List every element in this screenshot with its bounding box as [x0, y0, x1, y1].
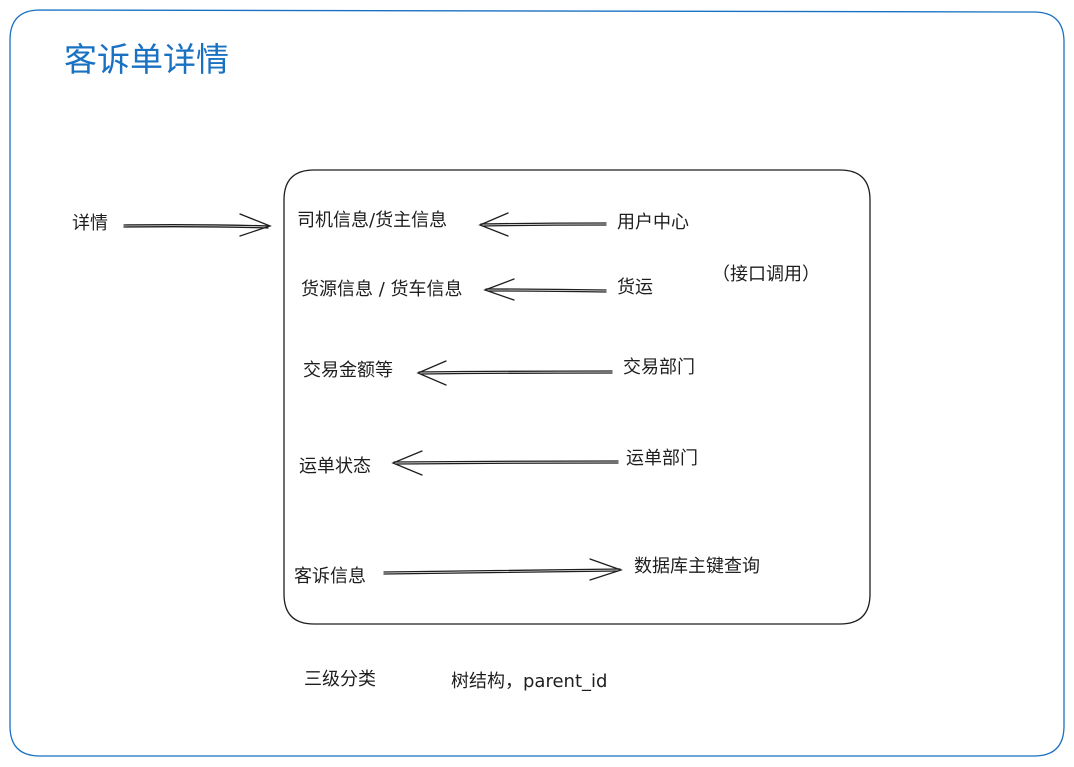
arrow-entry: [123, 213, 272, 237]
row-2-right-label: 货运: [617, 277, 653, 298]
arrow-row-1: [478, 212, 607, 237]
page-title: 客诉单详情: [64, 40, 229, 79]
arrow-row-2: [483, 278, 607, 301]
row-1-left-label: 司机信息/货主信息: [297, 210, 448, 231]
row-2-left-label: 货源信息 / 货车信息: [301, 279, 463, 300]
inner-box: [283, 169, 871, 625]
side-note: （接口调用）: [712, 264, 820, 285]
row-4-right-label: 运单部门: [626, 448, 698, 469]
outer-frame: [9, 9, 1065, 757]
row-1-right-label: 用户中心: [617, 212, 689, 233]
entry-label: 详情: [72, 213, 108, 234]
arrow-row-5: [383, 558, 624, 581]
row-3-left-label: 交易金额等: [303, 360, 393, 381]
row-5-right-label: 数据库主键查询: [634, 556, 760, 577]
row-5-left-label: 客诉信息: [294, 566, 366, 587]
arrow-row-4: [391, 450, 619, 476]
row-3-right-label: 交易部门: [623, 357, 695, 378]
arrow-row-3: [416, 360, 613, 386]
footer-structure: 树结构，parent_id: [451, 671, 608, 692]
row-4-left-label: 运单状态: [299, 456, 371, 477]
footer-category: 三级分类: [304, 669, 376, 690]
